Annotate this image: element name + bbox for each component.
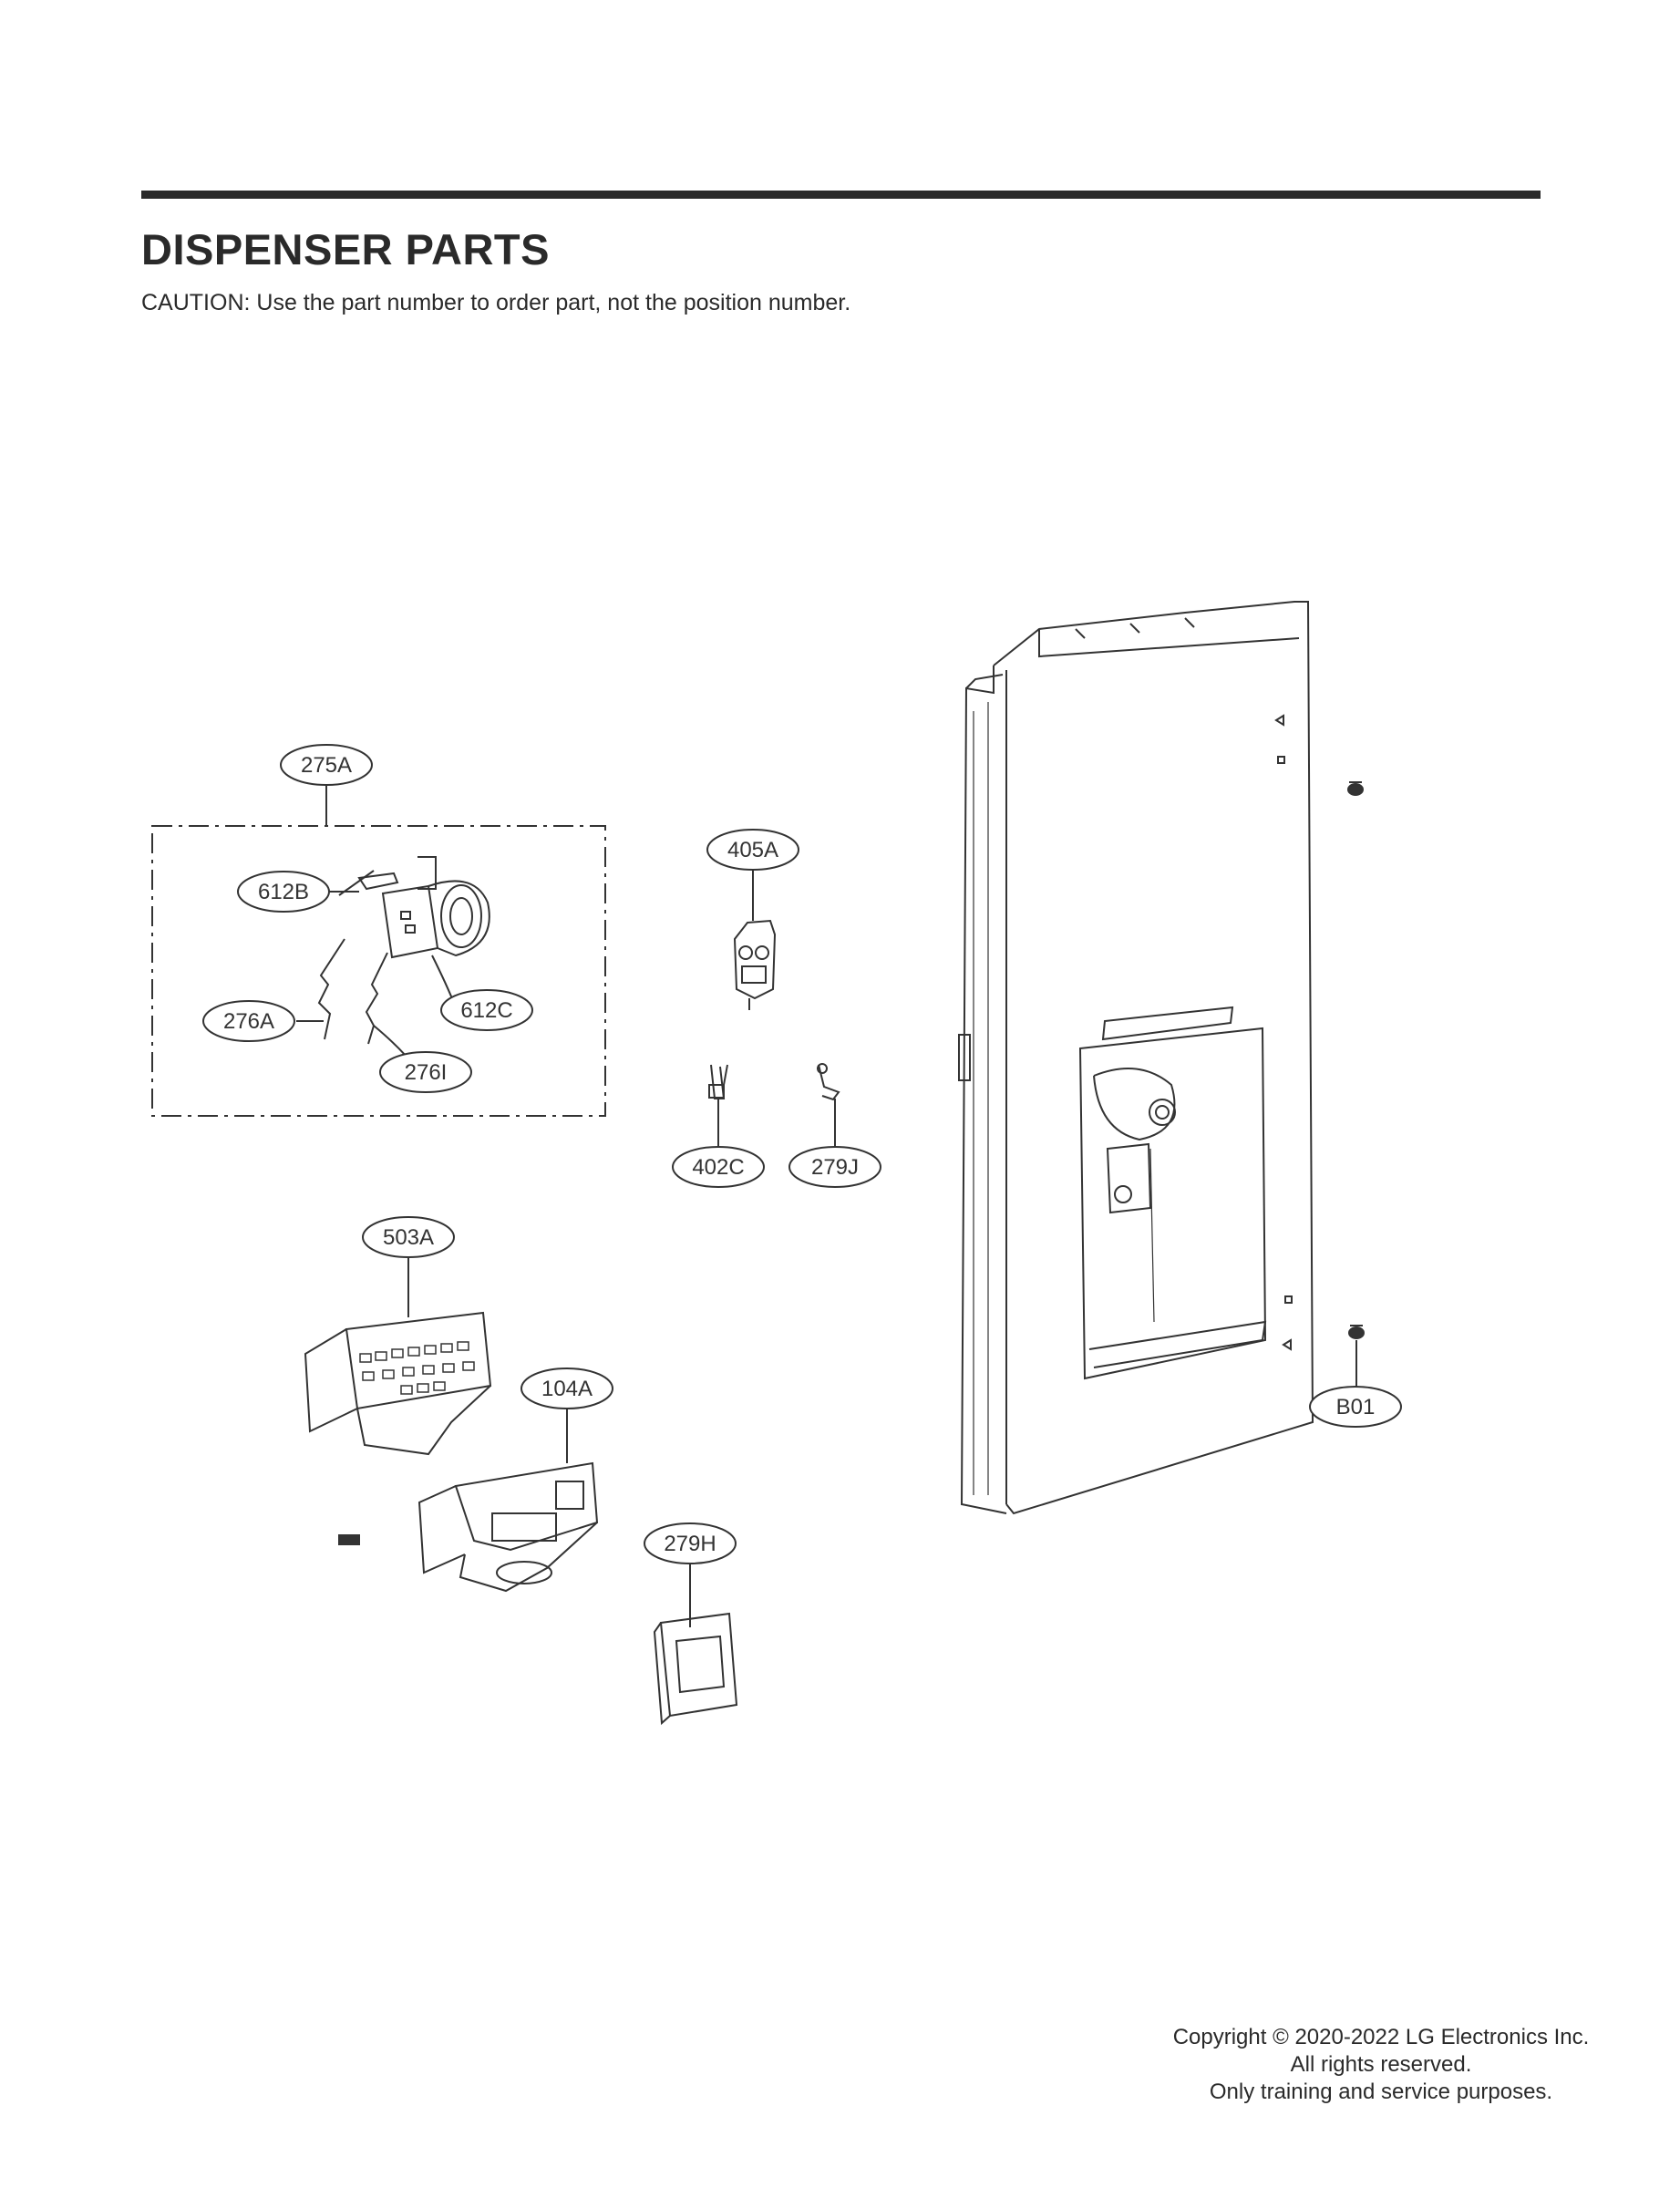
svg-text:279J: 279J bbox=[811, 1155, 859, 1180]
part-612c-ice-maker-motor bbox=[381, 856, 490, 959]
svg-text:104A: 104A bbox=[541, 1377, 593, 1401]
svg-text:405A: 405A bbox=[727, 838, 778, 862]
part-b01-screw-lower bbox=[1348, 1325, 1365, 1339]
callout-612b: 612B bbox=[237, 871, 330, 913]
assembly-275a-frame bbox=[151, 825, 606, 1117]
callout-b01: B01 bbox=[1309, 1386, 1402, 1428]
dispenser-recess bbox=[1078, 1006, 1267, 1380]
part-276i-wire-spring bbox=[365, 952, 388, 1045]
callout-104a: 104A bbox=[520, 1368, 613, 1409]
callout-276a: 276A bbox=[202, 1000, 295, 1042]
svg-text:276I: 276I bbox=[405, 1060, 448, 1085]
callout-503a: 503A bbox=[362, 1216, 455, 1258]
usage-line: Only training and service purposes. bbox=[1209, 2080, 1553, 2104]
svg-text:275A: 275A bbox=[301, 753, 352, 778]
part-104a-dispenser-housing bbox=[417, 1461, 599, 1593]
part-405a-solenoid bbox=[733, 919, 777, 1010]
part-503a-dispenser-panel bbox=[304, 1311, 492, 1456]
callout-276i: 276I bbox=[379, 1051, 472, 1093]
part-279j-lever bbox=[817, 1063, 840, 1101]
svg-text:279H: 279H bbox=[664, 1532, 716, 1556]
callout-279j: 279J bbox=[788, 1146, 881, 1188]
callout-402c: 402C bbox=[672, 1146, 765, 1188]
part-276a-wire-spring bbox=[317, 938, 345, 1040]
rights-line: All rights reserved. bbox=[1290, 2052, 1472, 2077]
callout-405a: 405A bbox=[706, 829, 799, 871]
callout-279h: 279H bbox=[644, 1522, 737, 1564]
part-b01-screw-upper bbox=[1347, 781, 1364, 796]
part-279h-cover bbox=[653, 1612, 738, 1726]
header-rule bbox=[141, 191, 1541, 199]
page-title: DISPENSER PARTS bbox=[141, 225, 550, 274]
callout-275a: 275A bbox=[280, 744, 373, 786]
callout-612c: 612C bbox=[440, 989, 533, 1031]
svg-text:B01: B01 bbox=[1336, 1395, 1376, 1419]
svg-text:503A: 503A bbox=[383, 1225, 434, 1250]
copyright-notice: Copyright © 2020-2022 LG Electronics Inc… bbox=[1144, 2024, 1618, 2106]
part-402c-switch bbox=[708, 1064, 728, 1099]
refrigerator-door bbox=[958, 601, 1314, 1515]
copyright-line: Copyright © 2020-2022 LG Electronics Inc… bbox=[1172, 2025, 1590, 2049]
caution-note: CAUTION: Use the part number to order pa… bbox=[141, 290, 851, 315]
svg-text:276A: 276A bbox=[223, 1009, 274, 1034]
svg-text:612B: 612B bbox=[258, 880, 309, 904]
small-clip-part bbox=[338, 1534, 360, 1545]
svg-text:402C: 402C bbox=[692, 1155, 744, 1180]
svg-text:612C: 612C bbox=[460, 998, 512, 1023]
